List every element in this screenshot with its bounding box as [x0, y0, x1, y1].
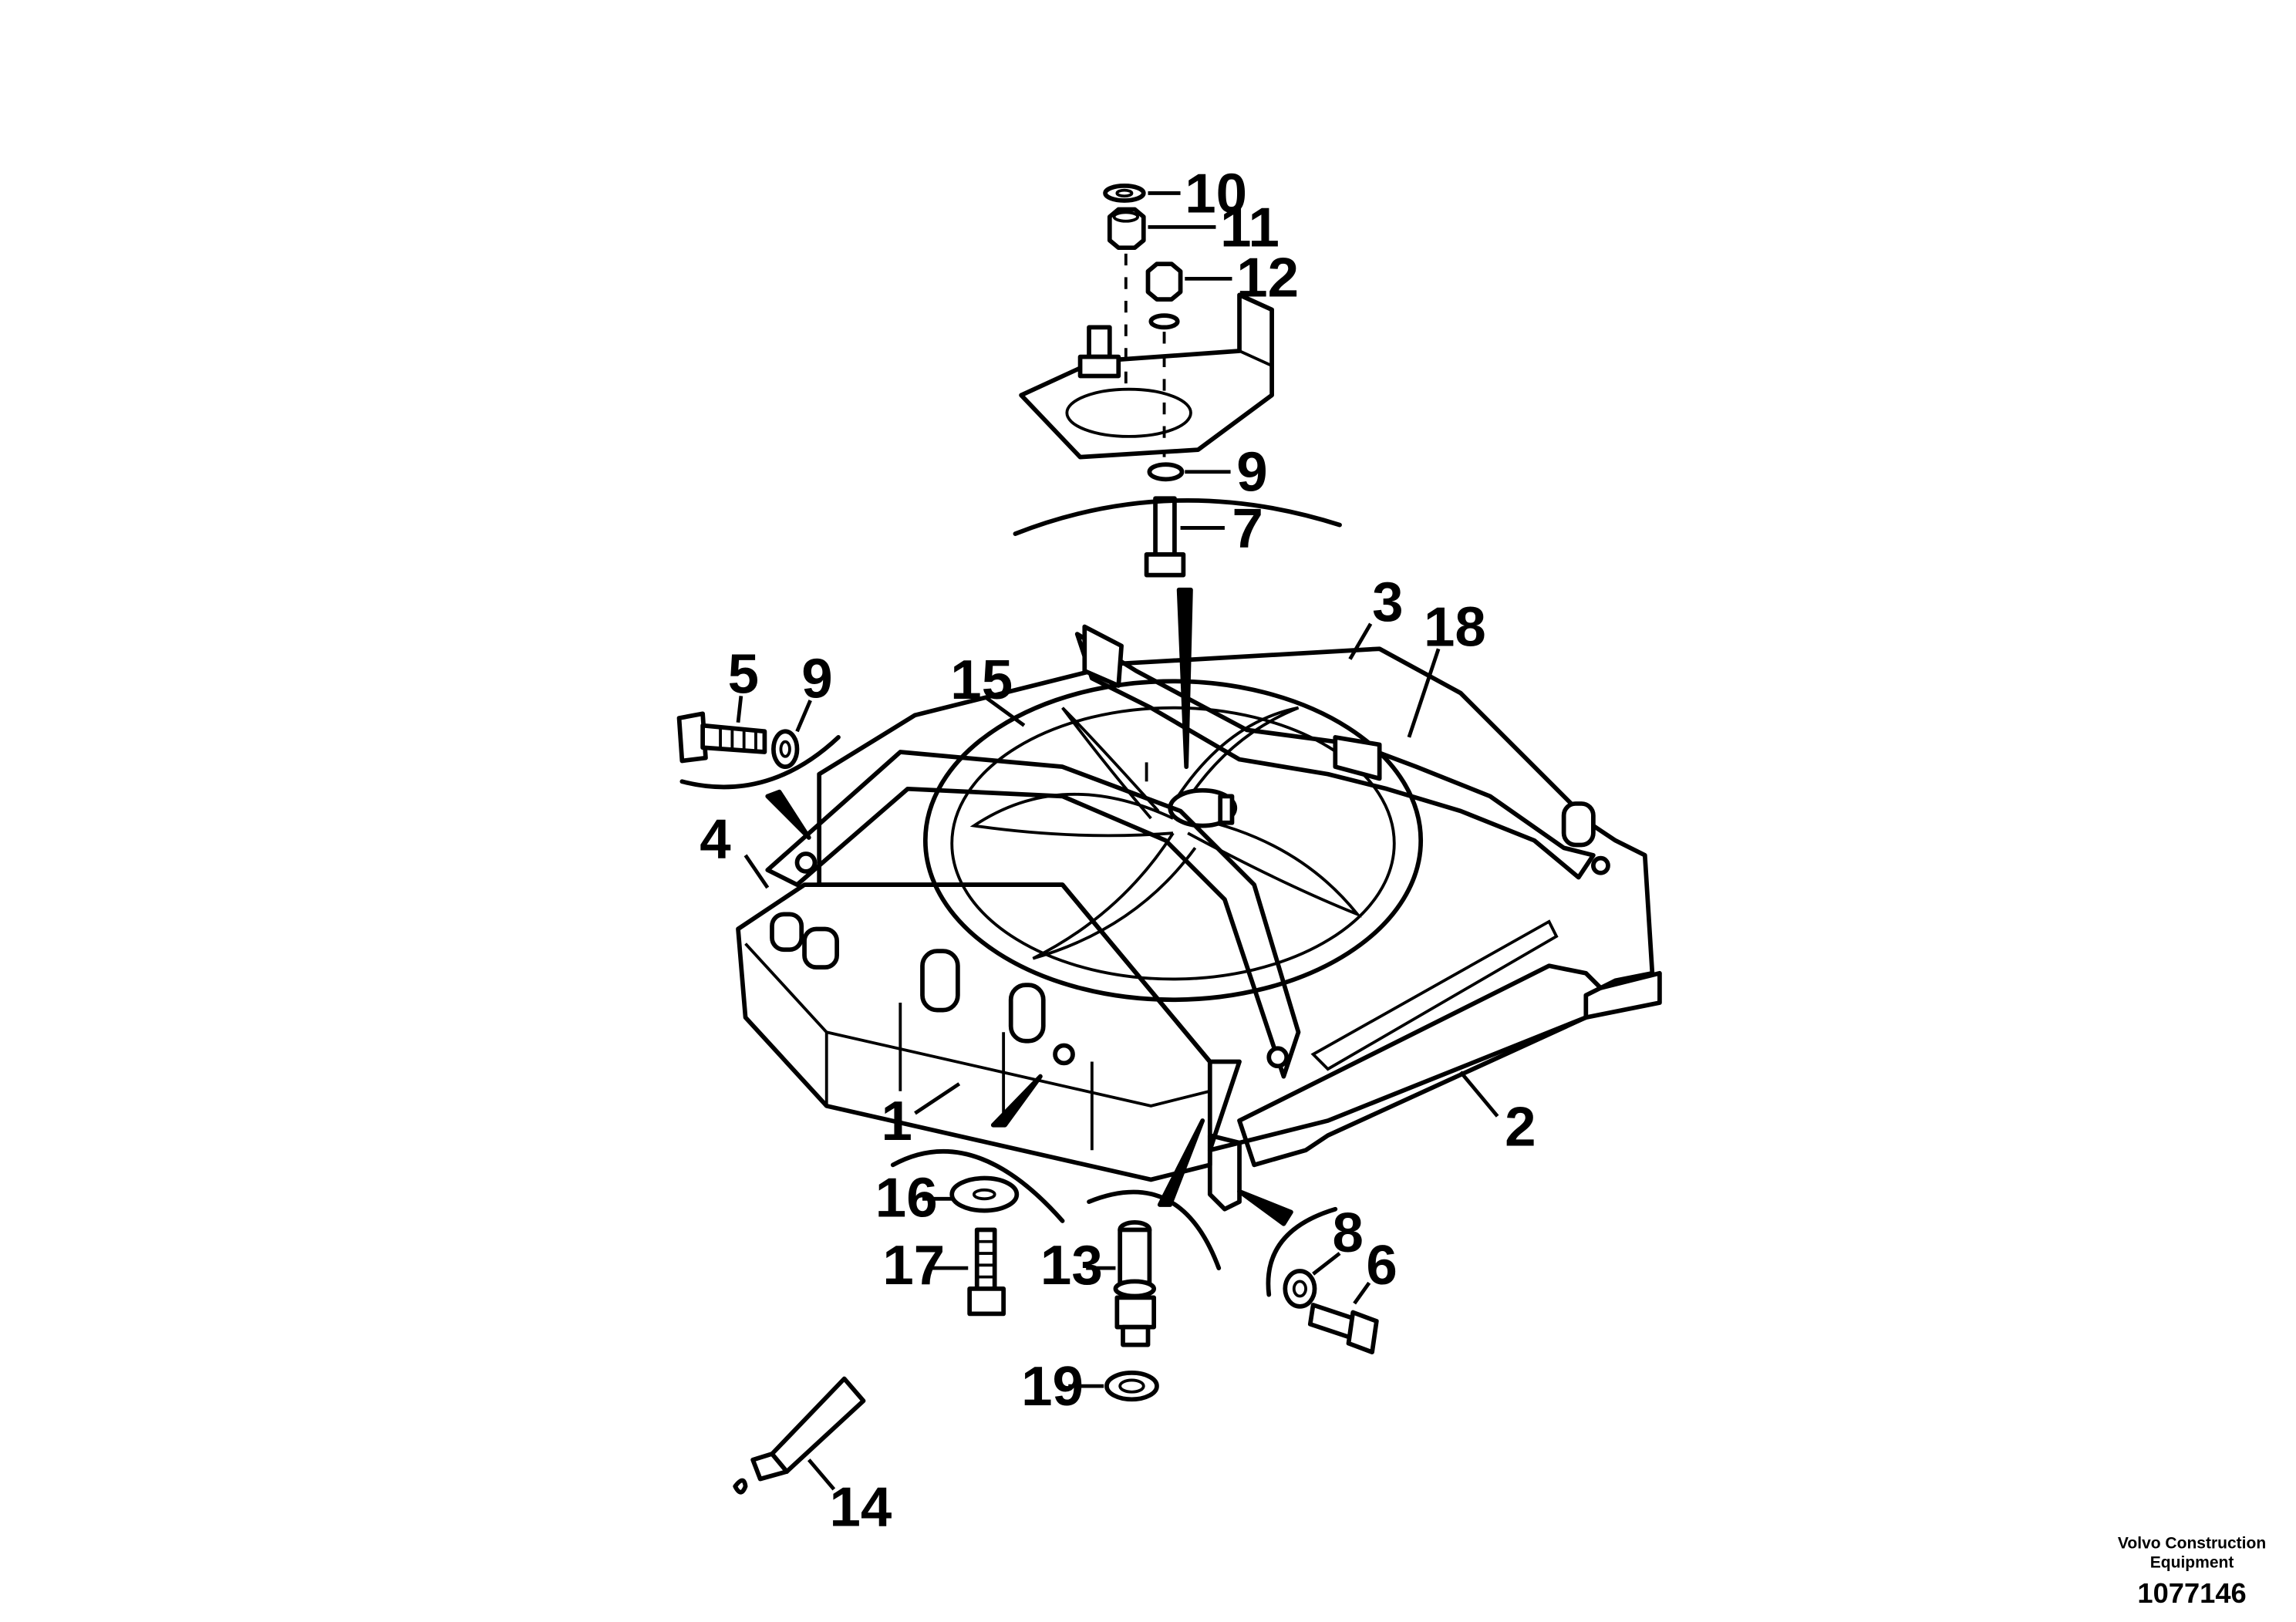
callout-10: 10	[1185, 162, 1247, 224]
callout-13: 13	[1040, 1234, 1103, 1297]
bolt-6-part	[1307, 1303, 1379, 1355]
footer-company-line1: Volvo Construction	[2118, 1534, 2266, 1552]
callout-4: 4	[700, 808, 730, 871]
callout-9-top: 9	[1236, 441, 1267, 504]
callout-16: 16	[875, 1166, 938, 1229]
left-detail	[676, 696, 841, 840]
callout-5: 5	[728, 643, 759, 706]
callout-9-left: 9	[801, 647, 832, 710]
callout-12: 12	[1236, 246, 1299, 309]
washer-9-top-part	[1147, 462, 1185, 482]
callout-8: 8	[1332, 1202, 1363, 1264]
callout-15: 15	[950, 649, 1013, 711]
callout-18: 18	[1424, 595, 1486, 658]
callout-19: 19	[1021, 1355, 1084, 1418]
bottom-plate-part	[1237, 963, 1662, 1168]
sealant-tube-14-part	[733, 1376, 866, 1495]
callout-17: 17	[882, 1234, 945, 1297]
callout-2: 2	[1505, 1095, 1536, 1158]
callout-7: 7	[1232, 497, 1263, 559]
footer-company-line2: Equipment	[2150, 1553, 2234, 1571]
bolt-17-part	[967, 1227, 1006, 1317]
washer-19-part	[1104, 1371, 1159, 1402]
fitting-13-part	[1113, 1220, 1157, 1347]
drawing-number: 1077146	[2137, 1577, 2246, 1609]
footer-block: Volvo Construction Equipment 1077146	[2118, 1534, 2266, 1609]
washer-small-part	[1148, 313, 1180, 330]
fan-ring-part	[922, 679, 1424, 1003]
callout-14: 14	[830, 1476, 892, 1539]
callouts: 10 11 12 9 7 3 18 15 5 9 4 1 2 16 17 13 …	[700, 162, 1536, 1538]
washer-8-part	[1283, 1269, 1317, 1309]
washer-16-part	[949, 1175, 1020, 1213]
nut-11-part	[1107, 207, 1146, 251]
shroud-frame-part	[817, 646, 1655, 1153]
fan-blades-part	[969, 706, 1363, 960]
fan-shroud-assembly	[736, 624, 1662, 1212]
lower-right-detail	[1237, 1189, 1379, 1355]
bracket-plate-part	[1019, 292, 1274, 460]
plate-stud-part	[1077, 325, 1121, 379]
nut-12-part	[1145, 261, 1183, 302]
callout-3: 3	[1372, 571, 1403, 633]
bolt-5-part	[676, 711, 767, 764]
washer-9-left-part	[771, 729, 800, 770]
bolt-7-part	[1144, 496, 1186, 578]
callout-11: 11	[1220, 196, 1279, 258]
callout-6: 6	[1366, 1234, 1397, 1297]
top-bracket-assembly	[1013, 184, 1342, 770]
washer-10-part	[1103, 184, 1146, 203]
callout-1: 1	[881, 1090, 912, 1152]
lower-left-detail	[890, 1074, 1065, 1317]
lower-center-detail	[1068, 1118, 1222, 1402]
